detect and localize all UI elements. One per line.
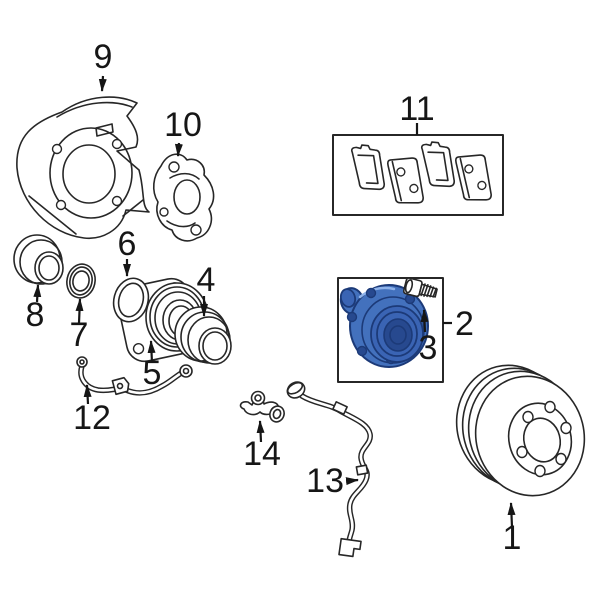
part-2-wheel-hub-drawing [339,284,429,368]
callout-7-label: 7 [70,316,89,354]
callout-13: 13 [306,462,359,500]
callout-1-label: 1 [503,519,522,557]
callout-10-label: 10 [164,106,202,144]
callout-9: 9 [94,38,113,92]
sensor-head [286,381,306,399]
brake-pad-outer-right [420,141,456,188]
callout-8: 8 [26,284,45,334]
part-2-hub-box-drawing [337,277,444,383]
callout-14-label: 14 [243,435,281,473]
callout-13-label: 13 [306,462,344,500]
callout-11: 11 [399,90,435,135]
part-3-hub-bolt-drawing [402,277,438,298]
brake-pad-outer-left [350,144,386,191]
part-12-brake-hose-drawing [76,356,193,396]
part-13-abs-sensor-wire-drawing [269,381,373,558]
callout-7: 7 [70,298,89,354]
callout-12-label: 12 [73,399,111,437]
callout-8-label: 8 [26,296,45,334]
callout-3-label: 3 [419,329,438,367]
callout-14: 14 [243,420,281,473]
wire-bracket [338,537,362,558]
part-14-clip-drawing [239,390,280,416]
part-1-rotor-drawing [455,364,586,497]
part-10-caliper-bracket-drawing [152,153,215,242]
callout-6: 6 [118,225,137,277]
callout-12: 12 [73,384,111,437]
part-4-grease-cap-drawing [174,306,232,365]
callout-2-label: 2 [455,305,474,343]
callout-9-label: 9 [94,38,113,76]
part-6-snap-ring-drawing [112,277,150,323]
callout-5: 5 [143,340,162,392]
part-11-brake-pad-kit-drawing [332,134,504,216]
callout-5-label: 5 [143,354,162,392]
callout-10: 10 [164,106,202,157]
callout-3: 3 [419,309,438,367]
callout-4-label: 4 [197,261,216,299]
part-9-dust-shield-drawing [16,96,150,240]
brake-pad-inner-right [454,154,492,201]
brake-pad-inner-left [386,157,424,204]
part-8-bearing-drawing [13,234,64,285]
callout-11-label: 11 [399,90,434,128]
part-7-seal-drawing [66,263,96,299]
callout-6-label: 6 [118,225,137,263]
callout-4: 4 [197,261,216,317]
callout-2: 2 [443,305,474,343]
callout-1: 1 [503,502,522,557]
